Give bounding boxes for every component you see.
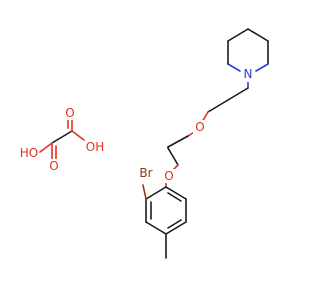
ether-oxygen-lower-label: O (164, 169, 173, 183)
bond (207, 99, 229, 113)
piperidine-ring (227, 28, 269, 72)
label-bg (63, 106, 77, 120)
bond (71, 130, 85, 141)
benzene-ring (142, 179, 187, 259)
ether-oxygen-upper-label: O (195, 120, 204, 134)
bond (167, 147, 179, 166)
bond (167, 135, 189, 148)
bromine-label: Br (139, 166, 152, 180)
bond (227, 28, 249, 42)
oxalic-carbonyl-right-label: O (65, 106, 74, 120)
nitrogen-label: N (244, 67, 253, 81)
bond (51, 130, 73, 144)
atom-labels: N O O Br HO OH O O (19, 67, 255, 183)
bond (165, 221, 187, 235)
bond (167, 192, 182, 202)
bond (145, 186, 167, 200)
bond (227, 63, 241, 72)
label-bg (241, 68, 255, 82)
oxalic-hydroxyl-right-label: OH (86, 140, 104, 154)
bond (255, 63, 269, 72)
oxalic-hydroxyl-left-label: HO (20, 146, 38, 160)
label-bg (47, 159, 61, 173)
molecule-drawing: N O O Br HO OH O O (19, 28, 269, 259)
ethoxy-chain (167, 81, 249, 172)
label-bg (136, 166, 156, 180)
oxalic-carbonyl-left-label: O (49, 159, 58, 173)
bond (39, 142, 53, 153)
label-bg (162, 169, 176, 183)
bond (145, 221, 167, 235)
label-bg (85, 140, 105, 154)
bond (247, 28, 269, 42)
label-bg (193, 120, 207, 134)
bond (167, 219, 182, 229)
bond (165, 186, 187, 200)
label-bg (19, 146, 39, 160)
structure-svg: N O O Br HO OH O O (19, 28, 269, 259)
bond (227, 87, 249, 101)
bond (142, 184, 147, 200)
oxalic-acid (39, 117, 85, 161)
